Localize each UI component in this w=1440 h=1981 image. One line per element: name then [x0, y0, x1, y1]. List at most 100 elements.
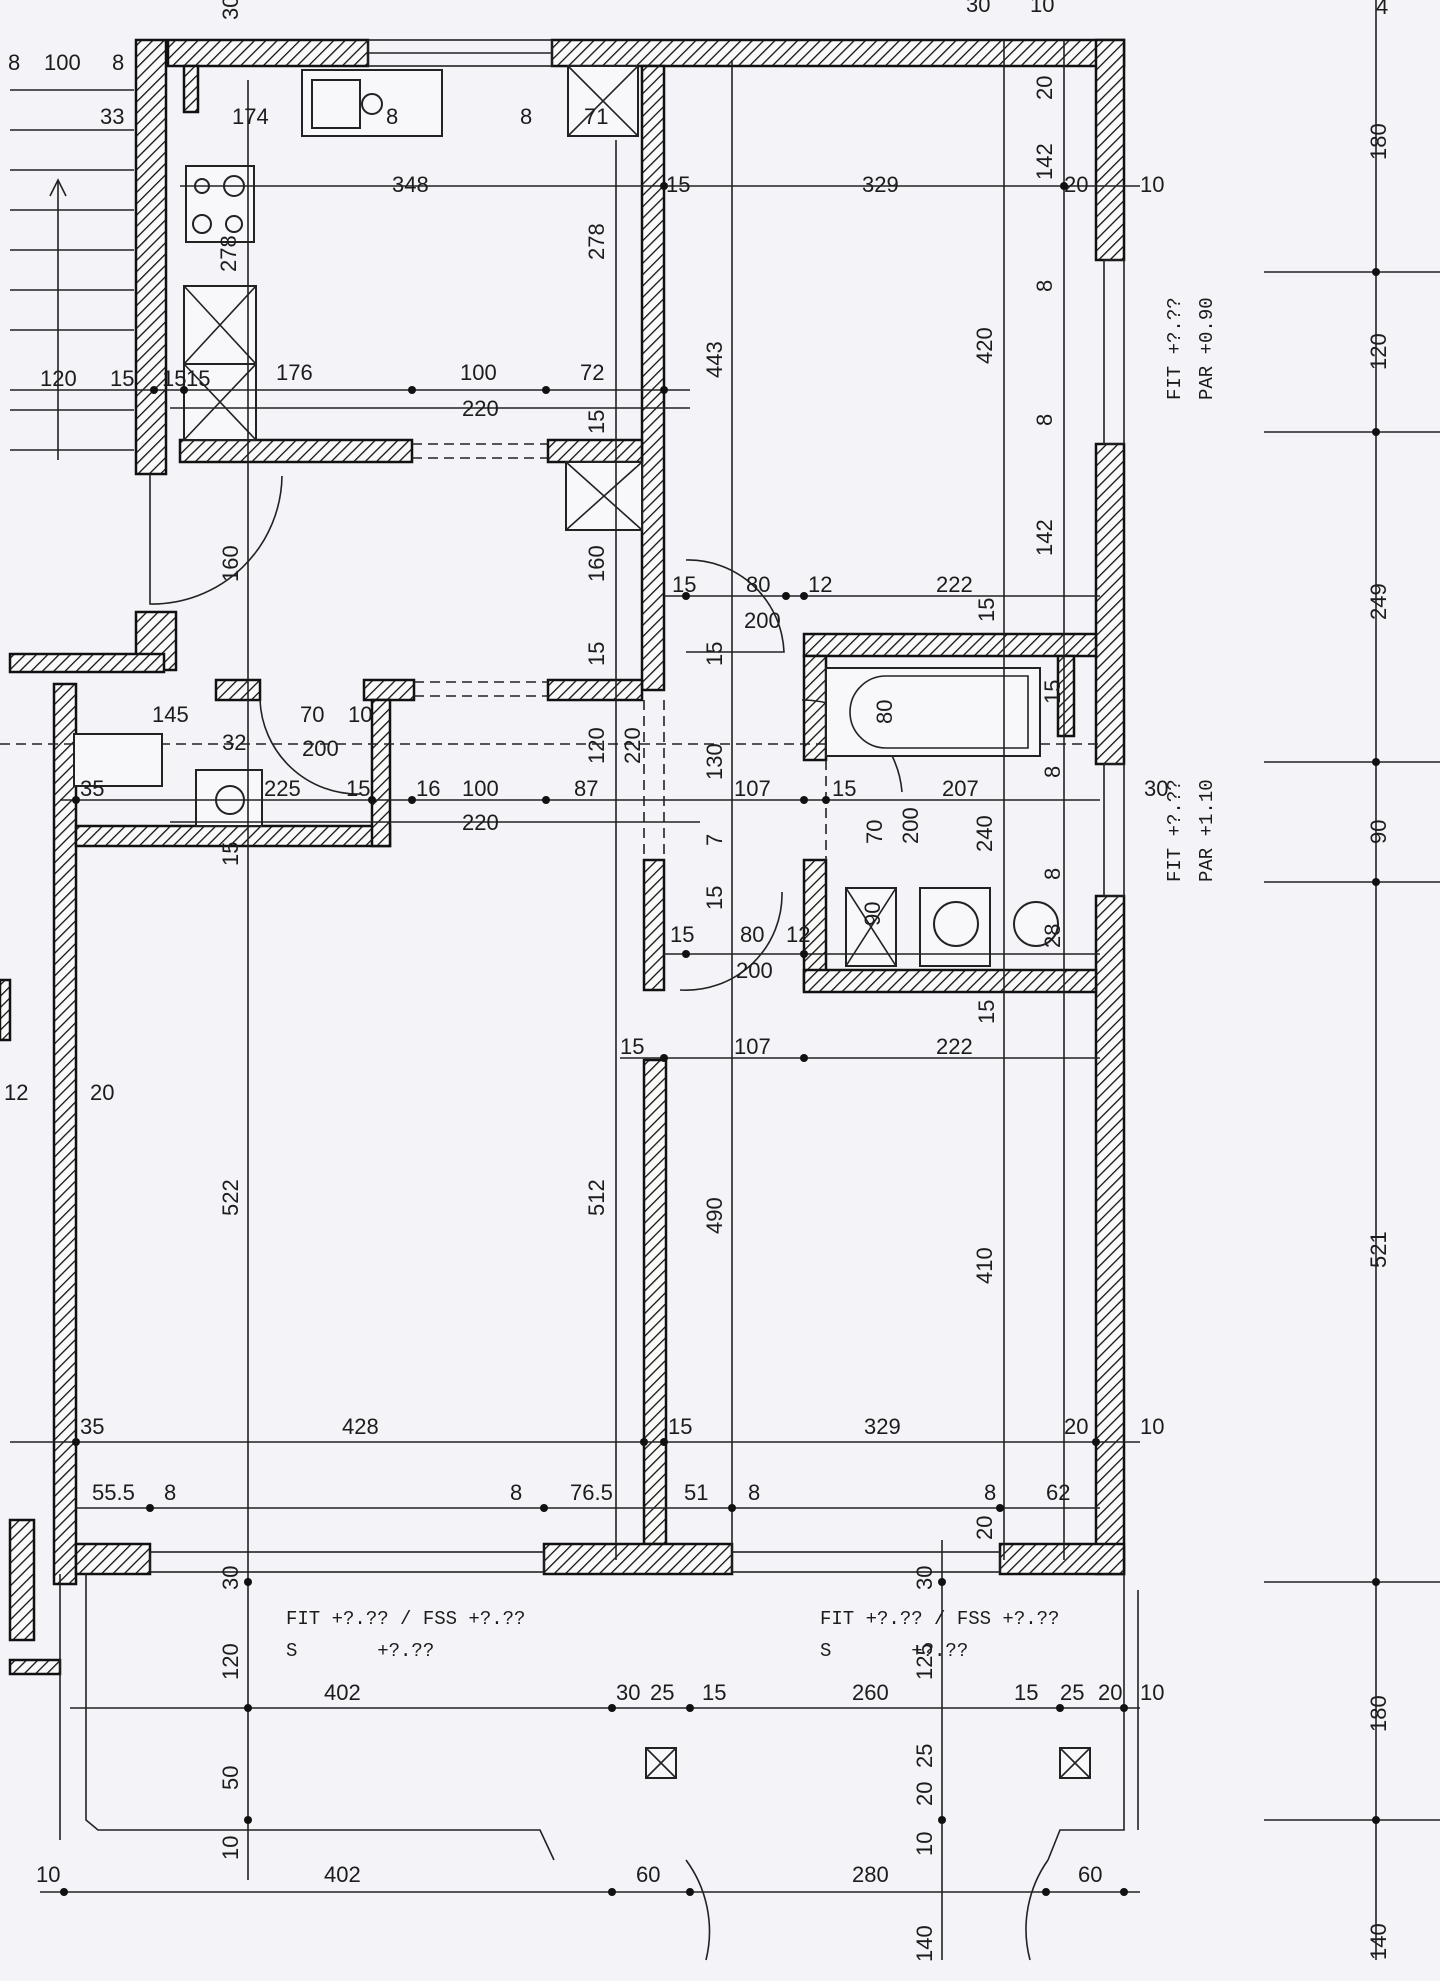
- kitchen-100: 100: [460, 360, 497, 385]
- scale-140: 140: [1366, 1923, 1391, 1960]
- entry-145: 145: [152, 702, 189, 727]
- dim-174: 174: [232, 104, 269, 129]
- bedroom-420: 420: [972, 327, 997, 364]
- entry-200: 200: [302, 736, 339, 761]
- bedroom-443: 443: [702, 341, 727, 378]
- balcony-10h: 10: [1140, 1680, 1164, 1705]
- scale-249: 249: [1366, 583, 1391, 620]
- hall-door-160a: 160: [218, 545, 243, 582]
- living-55-5: 55.5: [92, 1480, 135, 1505]
- balcony-25h: 25: [650, 1680, 674, 1705]
- entry-32: 32: [222, 730, 246, 755]
- walls: [0, 38, 1126, 1676]
- living-10: 10: [1140, 1414, 1164, 1439]
- kitchen-15a: 15: [110, 366, 134, 391]
- entry-15b: 15: [218, 842, 243, 866]
- entry-87: 87: [574, 776, 598, 801]
- living-410: 410: [972, 1247, 997, 1284]
- entry-220v: 220: [620, 727, 645, 764]
- window-note-top-2: PAR +0.90: [1196, 297, 1218, 400]
- bedroom-top-labels: 15 329 20 10 443 420 142 142 8 8 20: [666, 76, 1164, 556]
- living-20: 20: [90, 1080, 114, 1105]
- balcony-note-left-2: S +?.??: [286, 1640, 434, 1662]
- bath-door-70: 70: [862, 820, 887, 844]
- entry-7: 7: [702, 834, 727, 846]
- windows: [149, 39, 1125, 1573]
- balcony-125: 125: [912, 1643, 937, 1680]
- dim-8b: 8: [112, 50, 124, 75]
- kitchen-220: 220: [462, 396, 499, 421]
- entry-15: 15: [346, 776, 370, 801]
- kitchen-width: 348: [392, 172, 429, 197]
- bottom-10: 10: [36, 1862, 60, 1887]
- hall-15: 15: [672, 572, 696, 597]
- dim-71: 71: [584, 104, 608, 129]
- lower-15: 15: [670, 922, 694, 947]
- bedroom-8a: 8: [1032, 280, 1057, 292]
- entry-70: 70: [300, 702, 324, 727]
- scale-180a: 180: [1366, 123, 1391, 160]
- balcony-10: 10: [218, 1836, 243, 1860]
- bedroom-142a: 142: [1032, 143, 1057, 180]
- balcony-402: 402: [324, 1680, 361, 1705]
- lower-107: 107: [734, 1034, 771, 1059]
- bottom-60b: 60: [1078, 1862, 1102, 1887]
- dim-top-4: 4: [1376, 0, 1388, 19]
- lower-hall-labels: 15 80 12 200 15 107 222 15: [620, 922, 999, 1059]
- bath-107: 107: [734, 776, 771, 801]
- dim-8c: 8: [386, 104, 398, 129]
- entry-15v: 15: [702, 886, 727, 910]
- dim-top-10: 10: [1030, 0, 1054, 17]
- top-edge-labels: 30 30 10 4 8 100 8 33 174 8 8 71: [8, 0, 1388, 129]
- living-51: 51: [684, 1480, 708, 1505]
- living-428: 428: [342, 1414, 379, 1439]
- window-note-top-1: FIT +?.??: [1164, 297, 1186, 400]
- living-522: 522: [218, 1179, 243, 1216]
- bottom-402: 402: [324, 1862, 361, 1887]
- bottom-60: 60: [636, 1862, 660, 1887]
- balcony-25b: 25: [1060, 1680, 1084, 1705]
- balcony-15: 15: [702, 1680, 726, 1705]
- hall-15c: 15: [584, 642, 609, 666]
- balcony-260: 260: [852, 1680, 889, 1705]
- entry-16: 16: [416, 776, 440, 801]
- window-note-mid-2: PAR +1.10: [1196, 779, 1218, 882]
- kitchen-120: 120: [40, 366, 77, 391]
- scale-180b: 180: [1366, 1695, 1391, 1732]
- bath-207: 207: [942, 776, 979, 801]
- entry-220: 220: [462, 810, 499, 835]
- balcony-120: 120: [218, 1643, 243, 1680]
- bath-30: 30: [1144, 776, 1168, 801]
- entry-130: 130: [702, 743, 727, 780]
- bath-90: 90: [860, 902, 885, 926]
- kitchen-15b: 15: [162, 366, 186, 391]
- entry-225: 225: [264, 776, 301, 801]
- living-15: 15: [668, 1414, 692, 1439]
- living-35: 35: [80, 1414, 104, 1439]
- dim-top-30b: 30: [966, 0, 990, 17]
- balcony-15b: 15: [1014, 1680, 1038, 1705]
- lower-222: 222: [936, 1034, 973, 1059]
- dim-8a: 8: [8, 50, 20, 75]
- living-8c: 8: [748, 1480, 760, 1505]
- living-8a: 8: [164, 1480, 176, 1505]
- lower-200: 200: [736, 958, 773, 983]
- living-512: 512: [584, 1179, 609, 1216]
- bath-8: 8: [1040, 766, 1065, 778]
- balcony-50: 50: [218, 1766, 243, 1790]
- scale-120: 120: [1366, 333, 1391, 370]
- living-62: 62: [1046, 1480, 1070, 1505]
- bath-240: 240: [972, 815, 997, 852]
- balcony-10b: 10: [912, 1832, 937, 1856]
- bedroom-20: 20: [1064, 172, 1088, 197]
- bedroom-width: 329: [862, 172, 899, 197]
- scale-90: 90: [1366, 820, 1391, 844]
- balcony-20h: 20: [1098, 1680, 1122, 1705]
- dim-100: 100: [44, 50, 81, 75]
- kitchen-labels: 348 278 278 120 15 15 15 176 100 72 220 …: [40, 172, 609, 434]
- dim-33: 33: [100, 104, 124, 129]
- balcony-30: 30: [616, 1680, 640, 1705]
- balcony-30a: 30: [218, 1566, 243, 1590]
- hall-labels: 160 160 15 80 12 222 200 15 15 15: [218, 545, 999, 666]
